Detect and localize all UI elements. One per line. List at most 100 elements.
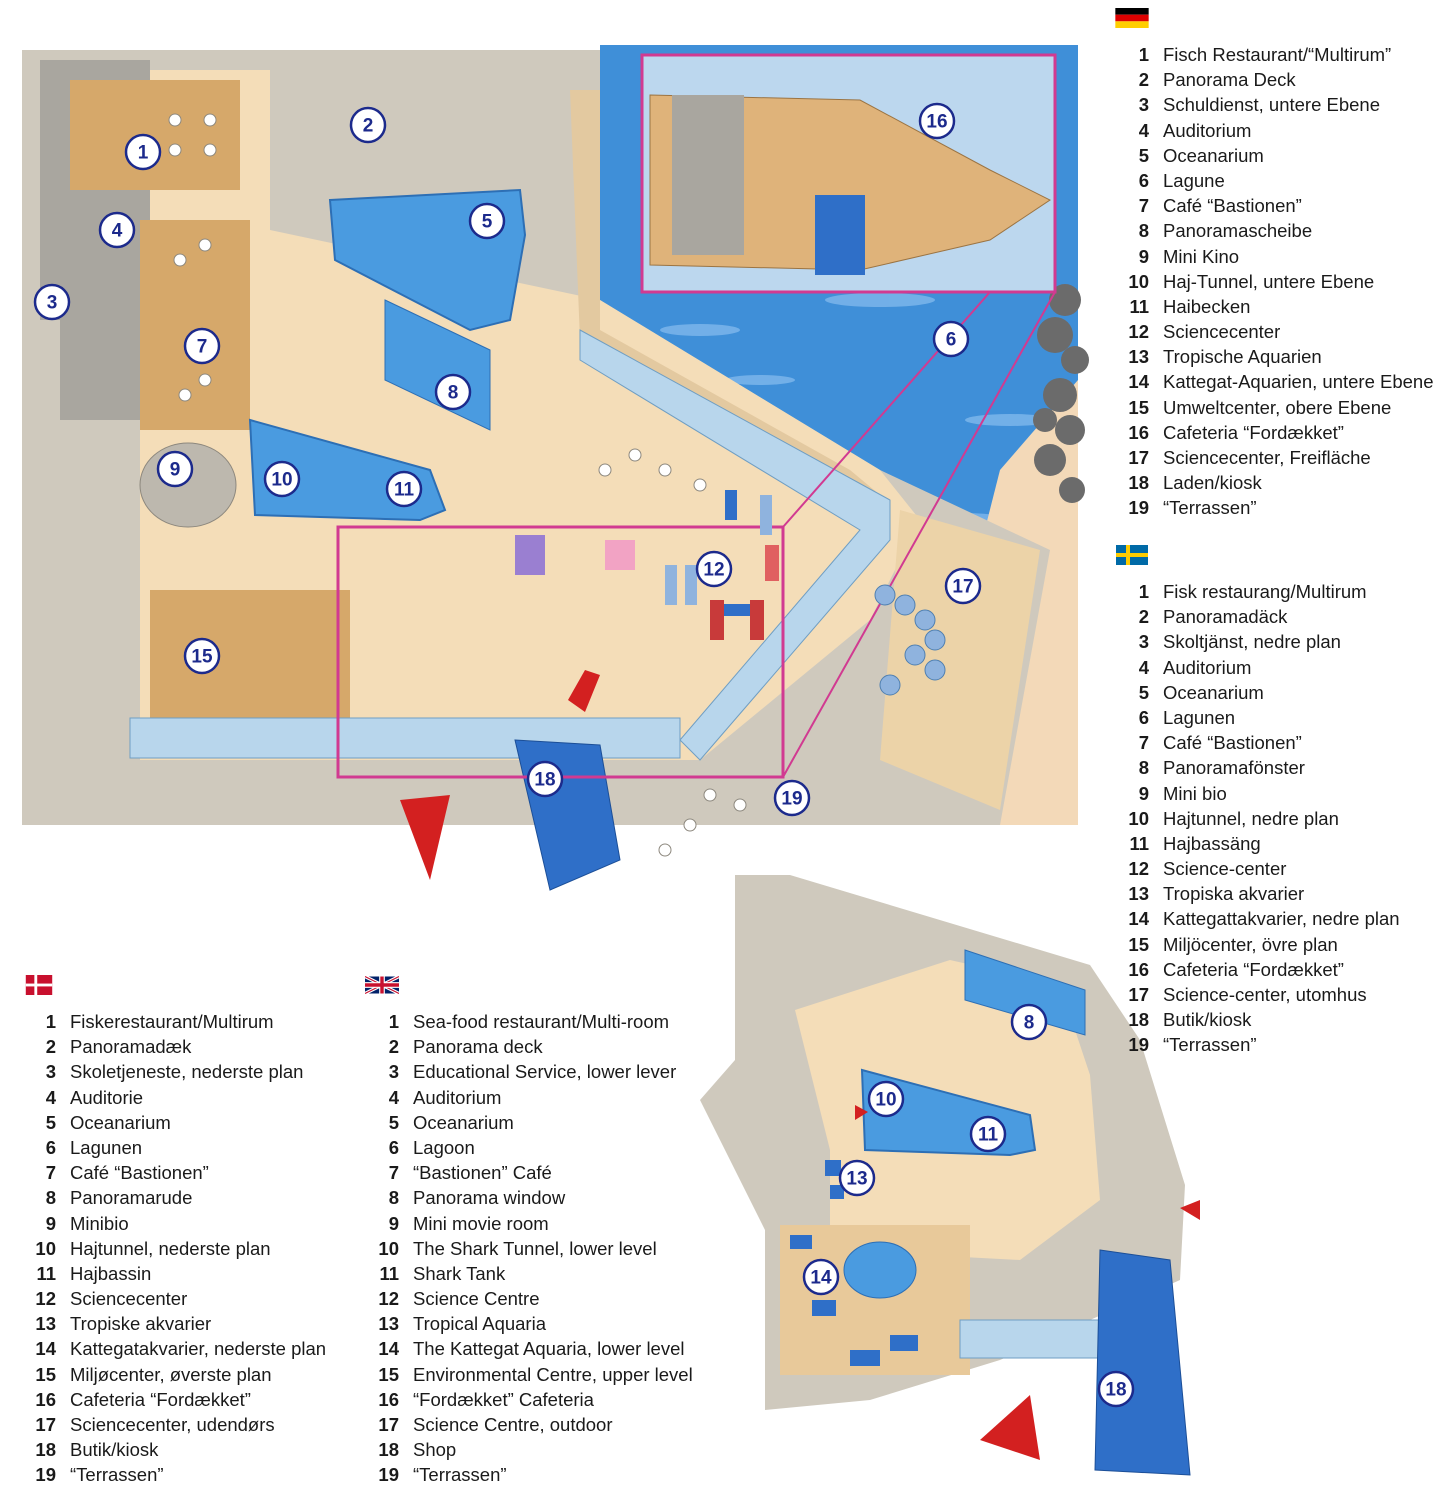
outdoor-science-deck xyxy=(880,510,1040,810)
marker-number: 1 xyxy=(138,143,149,164)
legend-label: Oceanarium xyxy=(1163,144,1264,166)
legend-number: 15 xyxy=(1128,933,1149,955)
map-marker-3: 3 xyxy=(33,283,71,321)
boat-cabin xyxy=(672,95,744,255)
legend-number: 17 xyxy=(1128,984,1149,1005)
lower-direction-arrow-icon-2 xyxy=(855,1105,868,1120)
legend-label: Mini Kino xyxy=(1163,245,1240,267)
marker-number: 5 xyxy=(482,212,493,233)
marker-number: 18 xyxy=(1105,1380,1126,1401)
legend-number: 3 xyxy=(1138,94,1149,116)
legend-item: 15 Environmental Centre, upper level xyxy=(365,1362,693,1387)
legend-number: 6 xyxy=(45,1136,56,1158)
legend-number: 9 xyxy=(1138,782,1149,804)
legend-label: Kattegat-Aquarien, untere Ebene xyxy=(1163,371,1433,393)
legend-number: 4 xyxy=(45,1086,56,1108)
legend-label: Auditorie xyxy=(70,1086,144,1108)
marker-number: 17 xyxy=(952,577,973,598)
legend-number: 3 xyxy=(45,1061,56,1083)
legend-number: 3 xyxy=(388,1061,399,1083)
legend-label: Cafeteria “Fordækket” xyxy=(70,1388,251,1410)
danish-flag-icon xyxy=(25,975,53,995)
legend-item: 4 Auditorium xyxy=(1115,118,1433,143)
legend-number: 2 xyxy=(45,1036,56,1058)
map-marker-9: 9 xyxy=(156,450,194,488)
marker-circle xyxy=(838,1159,876,1197)
legend-label: Science Centre, outdoor xyxy=(413,1414,613,1435)
legend-label: Lagoon xyxy=(413,1136,475,1158)
legend-number: 4 xyxy=(1138,119,1149,141)
legend-label: Panoramafönster xyxy=(1163,757,1305,779)
marker-number: 10 xyxy=(875,1090,896,1111)
legend-number: 13 xyxy=(1128,883,1149,905)
legend-label: Fiskerestaurant/Multirum xyxy=(70,1011,274,1032)
marker-circle xyxy=(263,460,301,498)
legend-item: 17 Science Centre, outdoor xyxy=(365,1412,693,1437)
legend-label: Hajtunnel, nederste plan xyxy=(70,1237,271,1259)
marker-circle xyxy=(156,450,194,488)
legend-number: 10 xyxy=(378,1237,399,1259)
legend-number: 8 xyxy=(388,1187,399,1209)
legend-number: 8 xyxy=(45,1187,56,1209)
legend-number: 17 xyxy=(378,1414,399,1435)
legend-item: 16“Fordækket” Cafeteria xyxy=(365,1387,693,1412)
legend-number: 18 xyxy=(1128,1009,1149,1031)
legend-label: Tropische Aquarien xyxy=(1163,346,1322,368)
legend-number: 9 xyxy=(388,1212,399,1234)
legend-number: 14 xyxy=(1128,908,1149,930)
legend-number: 15 xyxy=(378,1363,399,1385)
legend-number: 16 xyxy=(1128,958,1149,980)
map-marker-10: 10 xyxy=(263,460,301,498)
legend-number: 11 xyxy=(1129,295,1149,317)
marker-circle xyxy=(944,567,982,605)
marker-circle xyxy=(773,779,811,817)
legend-number: 11 xyxy=(379,1262,399,1284)
legend-label: Environmental Centre, upper level xyxy=(413,1363,693,1385)
legend-label: Butik/kiosk xyxy=(70,1439,159,1461)
legend-number: 12 xyxy=(1128,321,1149,343)
legend-number: 18 xyxy=(1128,472,1149,494)
lower-panorama-window xyxy=(964,949,1086,1036)
legend-label: Auditorium xyxy=(1163,119,1252,141)
marker-number: 18 xyxy=(534,770,555,791)
legend-label: “Bastionen” Café xyxy=(413,1162,552,1184)
breakwater-rocks xyxy=(1033,284,1089,503)
legend-number: 1 xyxy=(1138,581,1149,602)
legend-number: 12 xyxy=(378,1288,399,1310)
legend-label: Skoletjeneste, nederste plan xyxy=(70,1061,304,1083)
legend-label: “Terrassen” xyxy=(1163,497,1257,519)
map-marker-1: 1 xyxy=(124,133,162,171)
legend-item: 3 Skoletjeneste, nederste plan xyxy=(22,1059,326,1084)
marker-number: 19 xyxy=(781,789,802,810)
marker-circle xyxy=(1010,1003,1048,1041)
legend-number: 7 xyxy=(388,1162,399,1184)
marker-circle xyxy=(918,102,956,140)
marker-circle xyxy=(385,470,423,508)
legend-number: 14 xyxy=(378,1338,399,1360)
boat-stairs xyxy=(815,195,865,275)
legend-label: Panoramarude xyxy=(70,1187,193,1209)
